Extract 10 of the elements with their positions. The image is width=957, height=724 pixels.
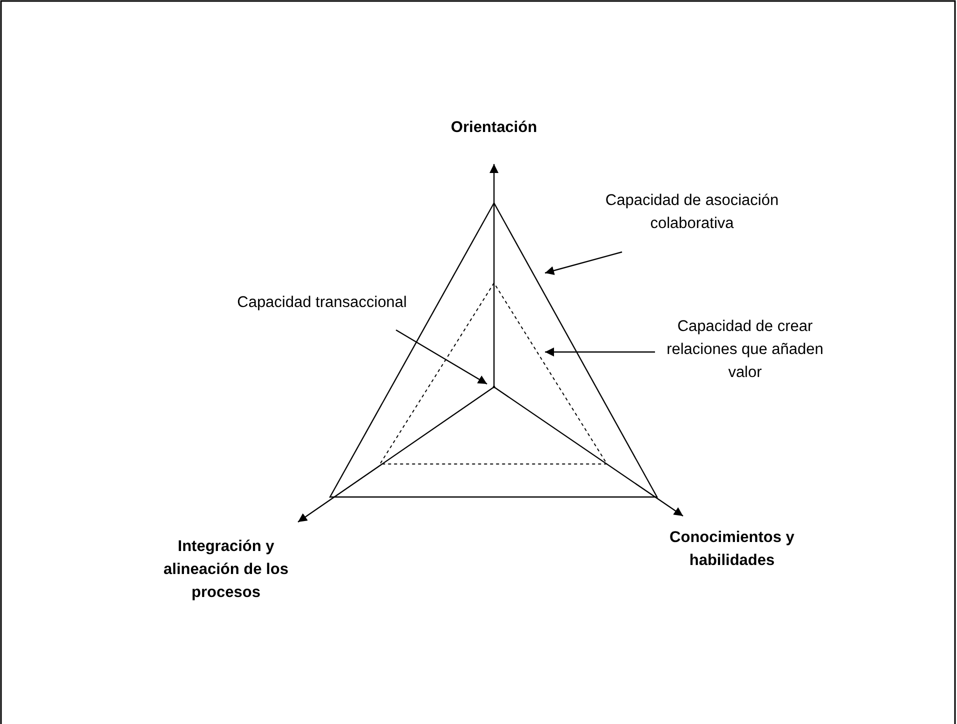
axis-title: Integración y alineación de los procesos: [162, 537, 290, 603]
axis-title: Orientación: [450, 118, 538, 138]
leader-line: [544, 251, 622, 275]
leader-line: [396, 329, 488, 385]
leader-line: [545, 348, 655, 356]
center-point: [492, 386, 496, 388]
axis-title: Conocimientos y habilidades: [668, 528, 796, 571]
callout-text: Capacidad de crear relaciones que añaden valor: [666, 317, 824, 383]
callout-text: Capacidad de asociación colaborativa: [604, 191, 780, 234]
callout-text: Capacidad transaccional: [236, 293, 408, 313]
